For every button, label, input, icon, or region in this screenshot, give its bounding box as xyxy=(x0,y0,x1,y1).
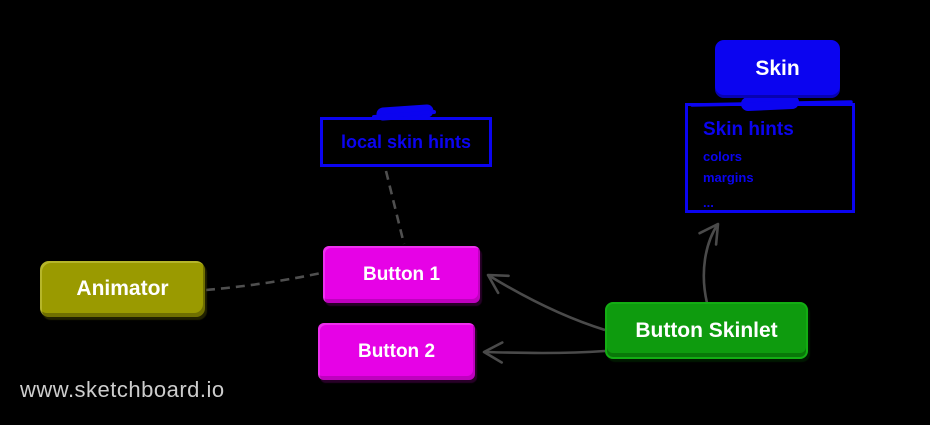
node-button1-label: Button 1 xyxy=(362,263,441,285)
node-button2[interactable]: Button 2 xyxy=(318,323,475,380)
edge-button-skinlet-to-button1[interactable] xyxy=(486,273,606,332)
node-animator-label: Animator xyxy=(76,277,169,300)
node-skin-hints[interactable]: Skin hints colors margins ... xyxy=(685,103,855,213)
skin-hints-title: Skin hints xyxy=(703,119,794,140)
sketchboard-watermark: www.sketchboard.io xyxy=(20,377,225,402)
edge-button-skinlet-to-skin-hints[interactable] xyxy=(698,222,720,304)
edge-button-skinlet-to-button2[interactable] xyxy=(482,341,606,364)
node-button-skinlet[interactable]: Button Skinlet xyxy=(605,302,808,359)
node-local-skin-hints[interactable]: local skin hints xyxy=(320,117,492,167)
node-skin-label: Skin xyxy=(755,57,800,80)
edge-local-skin-hints-to-button1[interactable] xyxy=(384,170,406,245)
node-button2-label: Button 2 xyxy=(357,340,436,362)
node-button1[interactable]: Button 1 xyxy=(323,246,480,303)
node-button-skinlet-label: Button Skinlet xyxy=(635,318,778,342)
skin-hints-item-colors: colors xyxy=(703,149,743,164)
skin-hints-item-margins: margins xyxy=(703,170,754,185)
skin-hints-item-ellipsis: ... xyxy=(703,195,714,210)
node-skin[interactable]: Skin xyxy=(715,40,840,98)
edge-animator-to-button1[interactable] xyxy=(205,271,322,292)
local-skin-hints-tab-scribble-stroke xyxy=(372,110,436,119)
node-local-skin-hints-label: local skin hints xyxy=(340,131,472,152)
node-animator[interactable]: Animator xyxy=(40,261,205,317)
